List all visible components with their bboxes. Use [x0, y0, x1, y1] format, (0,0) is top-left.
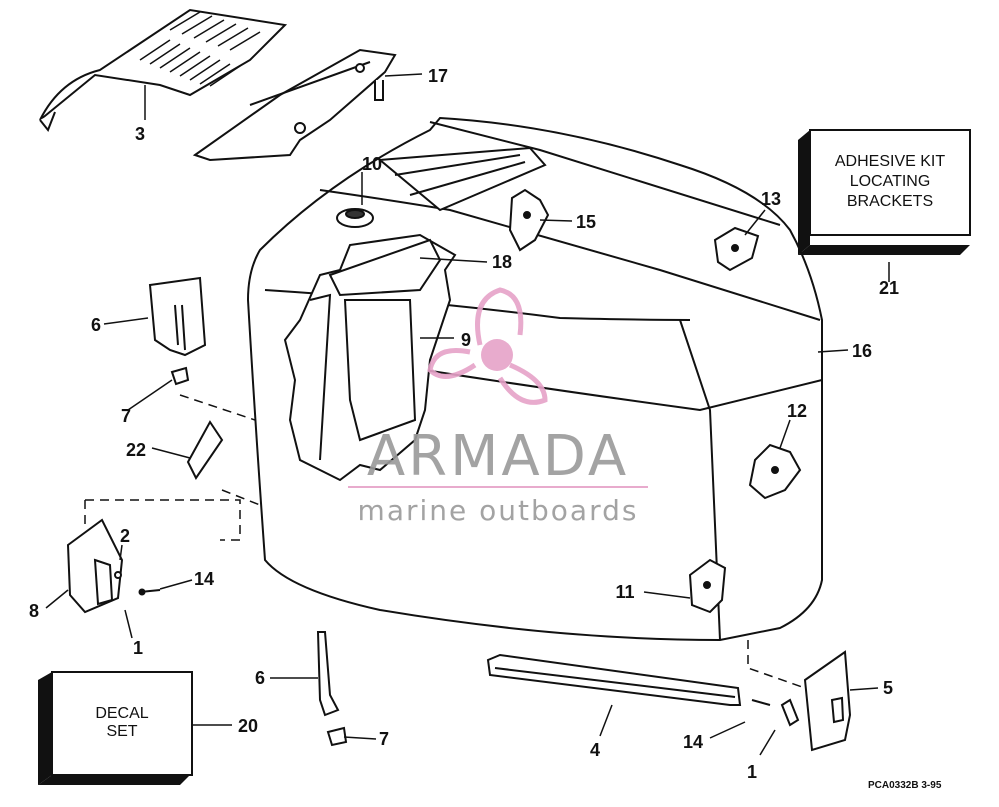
cutaway-section	[283, 233, 457, 482]
callout-18: 18	[492, 252, 512, 272]
screw-14-lower	[751, 698, 800, 727]
adhesive-kit-box: ADHESIVE KIT LOCATING BRACKETS	[798, 129, 971, 255]
latch-5	[803, 650, 852, 752]
adhesive-line3: BRACKETS	[847, 193, 933, 210]
trim-strip-4	[486, 653, 742, 706]
vent-grille	[39, 8, 288, 132]
callout-10: 10	[362, 154, 382, 174]
bracket-13	[713, 226, 760, 272]
bracket-15	[508, 188, 550, 252]
callout-3: 3	[135, 124, 145, 144]
callout-7-upper: 7	[121, 406, 131, 426]
callout-7-lower: 7	[379, 729, 389, 749]
decal-line1: DECAL	[95, 705, 148, 722]
decal-set-box: DECAL SET	[38, 671, 193, 785]
decal-22	[186, 420, 224, 480]
clip-7-lower	[326, 726, 348, 747]
propeller-logo	[427, 287, 548, 405]
front-plate	[192, 48, 397, 162]
adhesive-line1: ADHESIVE KIT	[835, 153, 945, 170]
latch-6-lower	[316, 631, 340, 717]
screw-14-upper	[138, 588, 161, 596]
callout-9: 9	[461, 330, 471, 350]
callout-8: 8	[29, 601, 39, 621]
callout-1-upper: 1	[133, 638, 143, 658]
callout-6-upper: 6	[91, 315, 101, 335]
leader-lines	[45, 73, 890, 756]
fitting-10	[336, 208, 374, 228]
callout-16: 16	[852, 341, 872, 361]
callout-5: 5	[883, 678, 893, 698]
callout-17: 17	[428, 66, 448, 86]
bracket-12	[748, 443, 802, 500]
latch-8	[66, 518, 124, 614]
drawing-code: PCA0332B 3-95	[868, 780, 942, 791]
adhesive-line2: LOCATING	[850, 173, 931, 190]
callout-21: 21	[879, 278, 899, 298]
callout-15: 15	[576, 212, 596, 232]
callout-20: 20	[238, 716, 258, 736]
watermark: ARMADA marine outboards	[348, 287, 648, 527]
watermark-underline	[348, 486, 648, 488]
callout-14-lower: 14	[683, 732, 703, 752]
callout-13: 13	[761, 189, 781, 209]
callout-2: 2	[120, 526, 130, 546]
callout-14-upper: 14	[194, 569, 214, 589]
callout-6-lower: 6	[255, 668, 265, 688]
callout-1-lower: 1	[747, 762, 757, 782]
callout-11: 11	[615, 582, 634, 602]
bracket-11	[688, 558, 727, 614]
callout-12: 12	[787, 401, 807, 421]
watermark-brand: ARMADA	[367, 424, 629, 489]
latch-6-upper	[148, 276, 207, 357]
assembly-dashed-lines	[84, 394, 806, 689]
callout-22: 22	[126, 440, 146, 460]
decal-line2: SET	[106, 723, 137, 740]
callout-4: 4	[590, 740, 600, 760]
clip-7-upper	[170, 366, 190, 386]
watermark-tagline: marine outboards	[358, 494, 639, 527]
callout-labels: 3 17 10 15 13 18 9 16 12 11 6 7 22 2 8 1…	[29, 66, 899, 782]
